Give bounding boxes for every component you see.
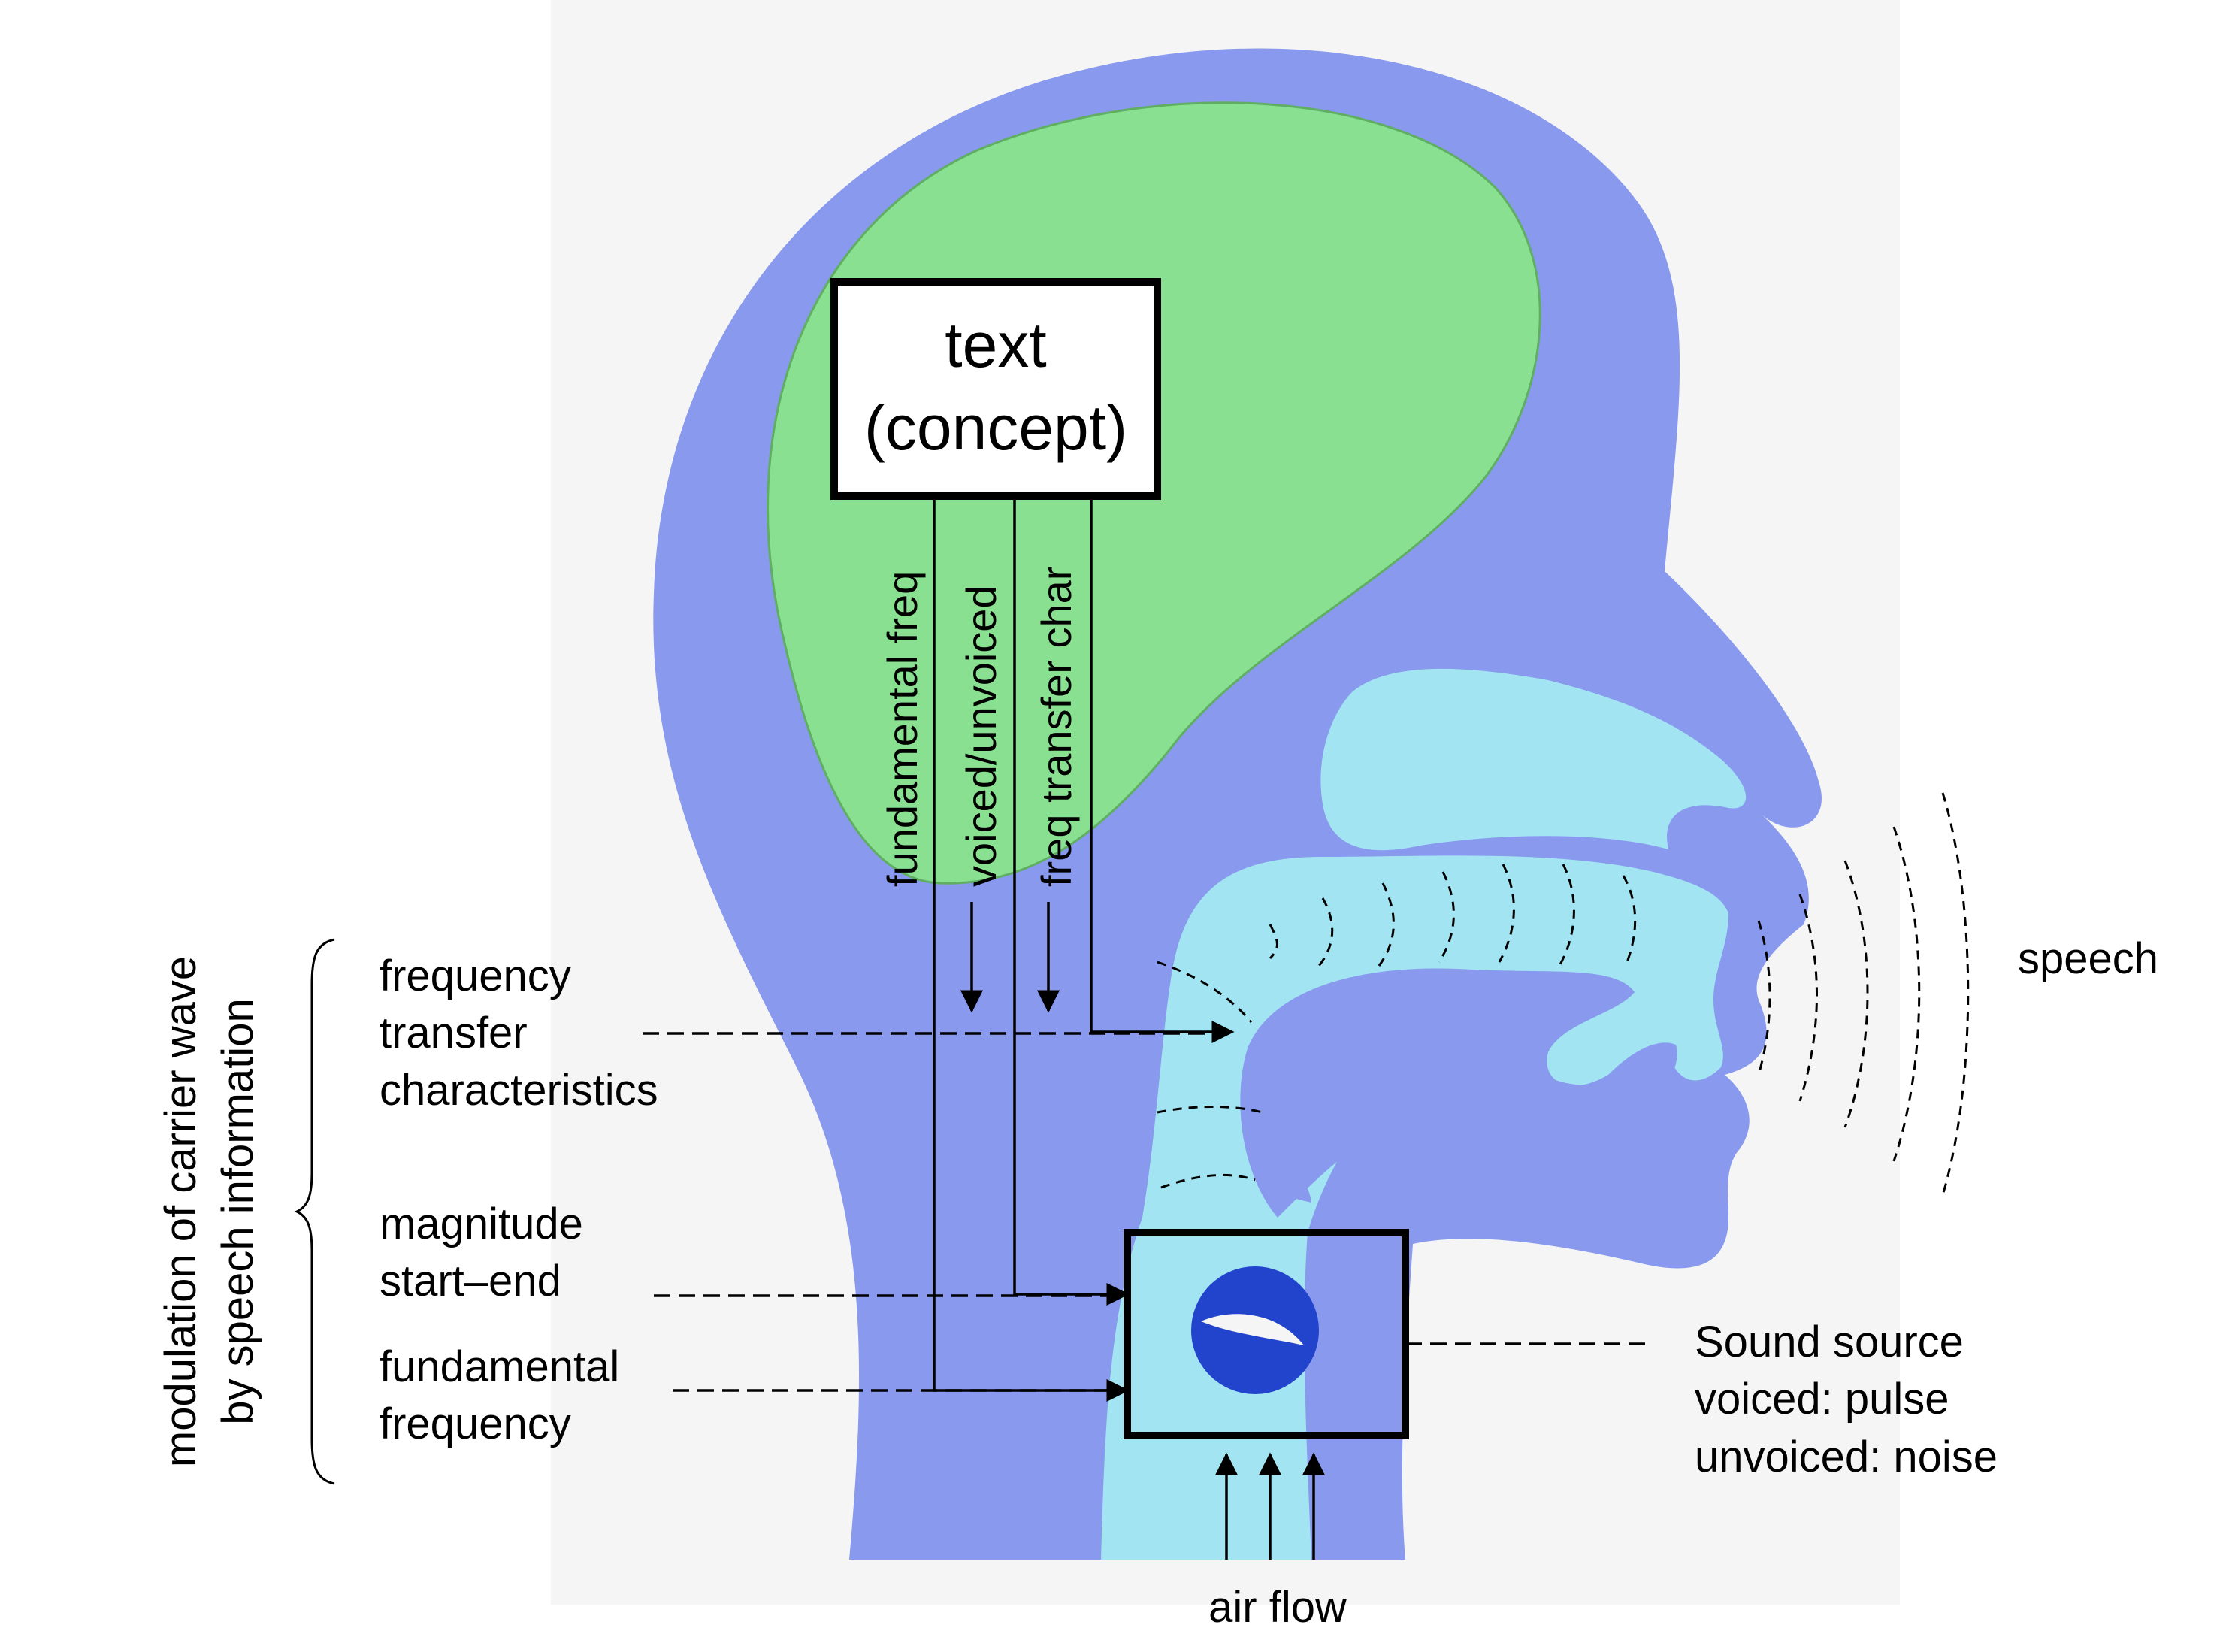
vocal-folds-icon — [1191, 1266, 1319, 1394]
modulation-label-line1: modulation of carrier wave — [156, 956, 205, 1467]
source-label-line3: unvoiced: noise — [1695, 1433, 1998, 1481]
transfer-label-line3: characteristics — [380, 1066, 658, 1115]
speech-label: speech — [2018, 934, 2158, 983]
fundamental-label-line1: fundamental — [380, 1342, 619, 1391]
curly-brace-icon — [294, 938, 335, 1485]
air-flow-label: air flow — [1208, 1583, 1347, 1632]
concept-box: text (concept) — [830, 278, 1161, 500]
concept-line2: (concept) — [864, 392, 1127, 463]
signal-voicing-label: voiced/unvoiced — [957, 585, 1005, 887]
source-label-line1: Sound source — [1695, 1318, 1964, 1366]
nasal-cavity — [1320, 668, 1747, 851]
signal-fundamental-label: fundamental freq — [879, 571, 926, 887]
magnitude-label-line2: start–end — [380, 1257, 561, 1306]
modulation-label: modulation of carrier wave by speech inf… — [156, 956, 262, 1467]
transfer-label-line2: transfer — [380, 1009, 528, 1057]
epiglottis — [1251, 1156, 1311, 1203]
transfer-label: frequency transfer characteristics — [380, 952, 658, 1115]
concept-line1: text — [945, 310, 1046, 380]
fundamental-label-line2: frequency — [380, 1399, 571, 1448]
source-label-line2: voiced: pulse — [1695, 1375, 1949, 1424]
source-label: Sound source voiced: pulse unvoiced: noi… — [1695, 1318, 1998, 1481]
magnitude-label: magnitude start–end — [380, 1200, 583, 1306]
modulation-label-line2: by speech information — [213, 998, 262, 1424]
fundamental-label: fundamental frequency — [380, 1342, 619, 1448]
magnitude-label-line1: magnitude — [380, 1200, 583, 1248]
transfer-label-line1: frequency — [380, 952, 571, 1000]
signal-transfer-label: freq transfer char — [1033, 567, 1080, 887]
articulation-lines — [1157, 864, 1637, 1189]
larynx-box — [1124, 1229, 1409, 1439]
air-flow-arrows — [1215, 1452, 1325, 1560]
tongue — [1240, 968, 1677, 1218]
speech-waves-icon — [1757, 792, 1970, 1196]
